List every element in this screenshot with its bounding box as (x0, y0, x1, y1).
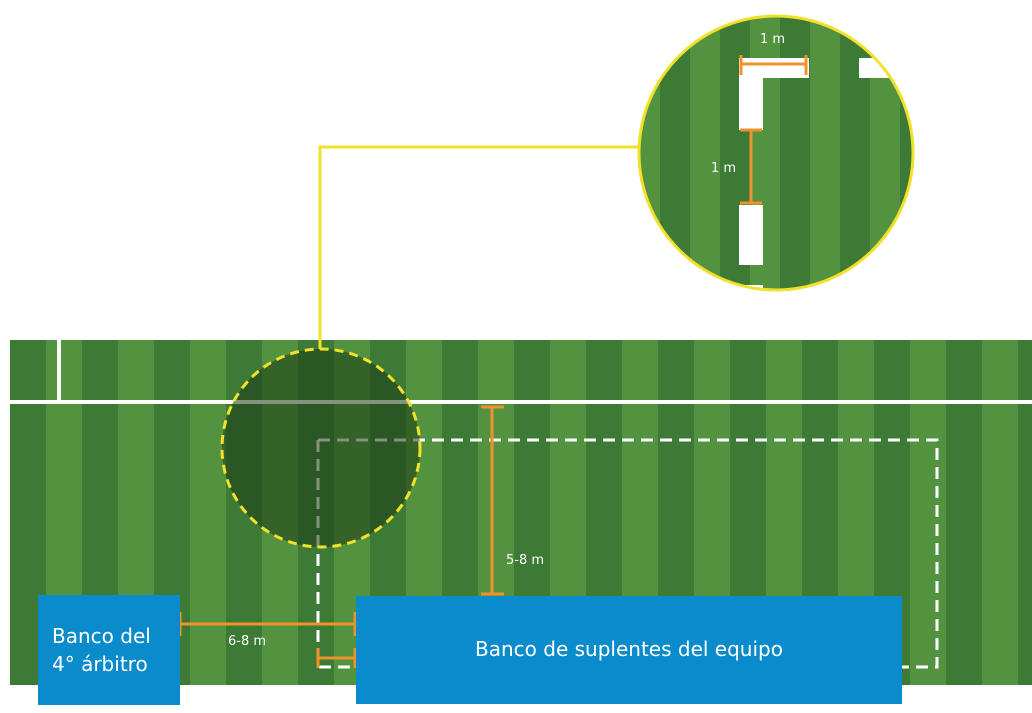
zoom-grass-stripes (639, 16, 913, 290)
technical-area-outline (318, 438, 939, 669)
halfway-line (57, 340, 61, 402)
team-bench-label: Banco de suplentes del equipo (475, 637, 783, 661)
zoom-marking-corner-vertical (739, 78, 763, 130)
grass-stripe (780, 16, 810, 290)
fourth-official-bench-label-line2: 4° árbitro (52, 652, 148, 676)
dim-touchline-label: 5-8 m (506, 553, 544, 568)
dim-area-gap-label: 1 m (321, 684, 346, 699)
grass-stripe (910, 340, 946, 685)
zoom-dim-top (739, 55, 808, 75)
technical-area-outline-left (316, 440, 356, 669)
focus-circle (220, 347, 422, 549)
grass-stripe (810, 16, 840, 290)
grass-stripe (946, 340, 982, 685)
dim-bench-distance-label: 6-8 m (228, 634, 266, 649)
grass-stripe (639, 16, 660, 290)
zoom-dim-left-label: 1 m (711, 161, 736, 176)
dim-touchline-to-bench (481, 405, 504, 596)
dim-area-gap (316, 648, 357, 668)
grass-stripe (900, 16, 913, 290)
grass-stripe (982, 340, 1018, 685)
grass-stripe (1018, 340, 1032, 685)
grass-stripe (870, 16, 900, 290)
grass-stripe (690, 16, 720, 290)
zoom-marking-corner-horizontal (739, 58, 809, 78)
touchline (10, 400, 1032, 404)
callout-connector (318, 145, 640, 349)
zoom-dim-top-label: 1 m (760, 32, 785, 47)
team-bench: Banco de suplentes del equipo (356, 596, 902, 704)
zoom-marking-lower (739, 205, 763, 265)
grass-stripe (190, 340, 226, 685)
fourth-official-bench: Banco del 4° árbitro (38, 595, 180, 705)
zoom-detail-circle: 1 m 1 m (637, 14, 915, 292)
zoom-dim-left (740, 128, 762, 205)
fourth-official-bench-label-line1: Banco del (52, 624, 151, 648)
